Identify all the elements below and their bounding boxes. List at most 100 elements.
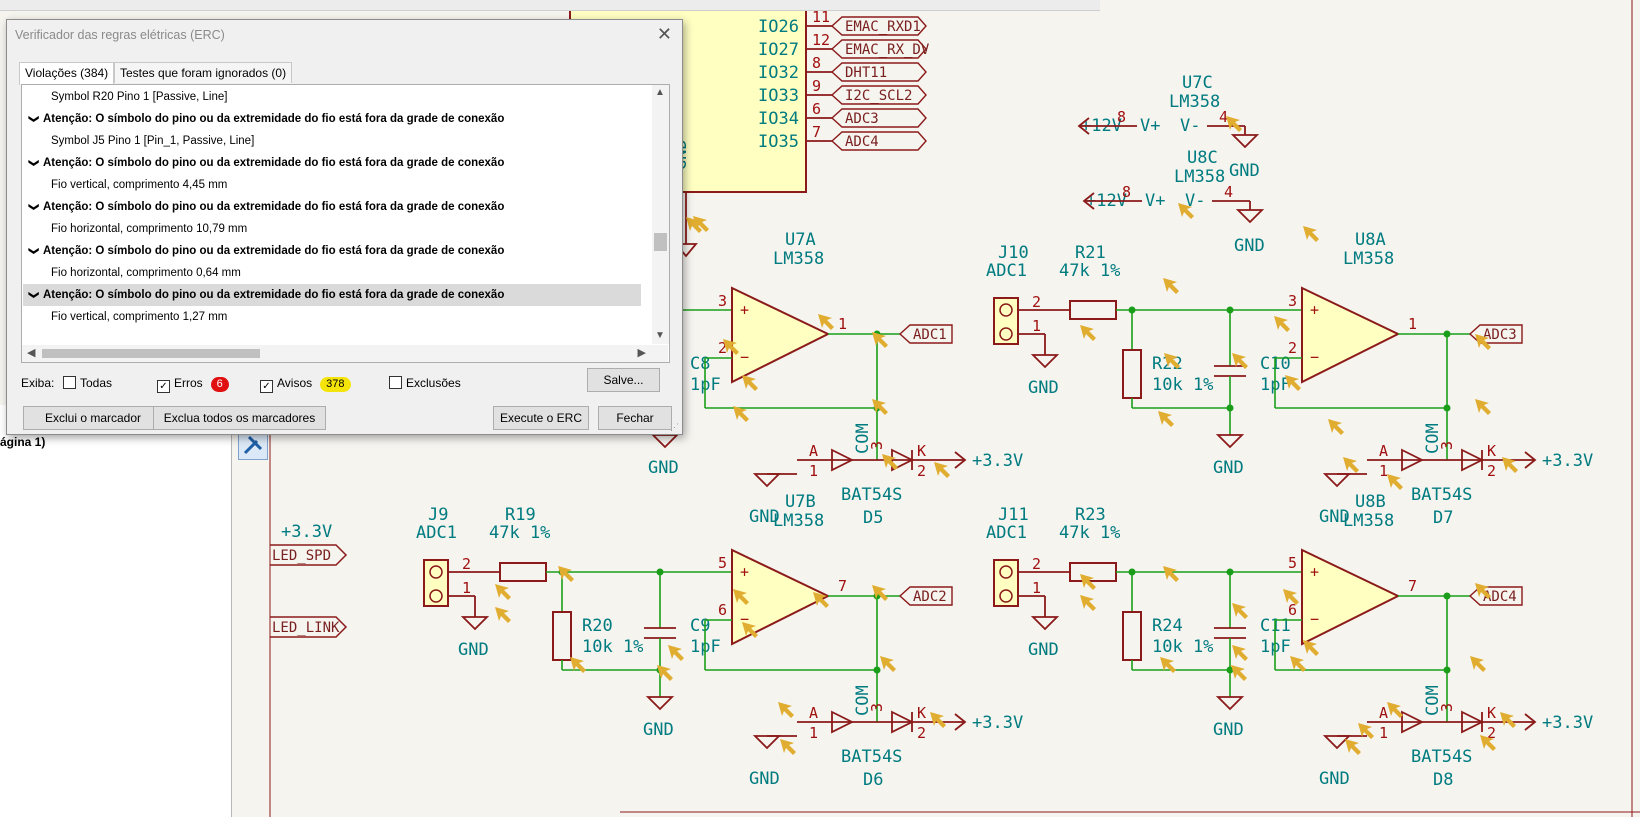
global-label[interactable]: I2C_SCL2 (830, 85, 927, 105)
run-erc-button[interactable]: Execute o ERC (493, 406, 589, 430)
erc-marker-icon[interactable] (1158, 411, 1174, 427)
hscroll-thumb[interactable] (42, 349, 260, 358)
close-icon[interactable]: ✕ (656, 24, 672, 44)
global-label[interactable]: ADC3 (830, 108, 927, 128)
delete-marker-button[interactable]: Exclui o marcador (23, 406, 163, 430)
tab-ignored-tests[interactable]: Testes que foram ignorados (0) (114, 62, 293, 83)
erc-marker-icon[interactable] (1274, 316, 1290, 332)
erc-marker-icon[interactable] (723, 339, 739, 355)
violation-detail[interactable]: Symbol J5 Pino 1 [Pin_1, Passive, Line] (23, 130, 641, 152)
erc-marker-icon[interactable] (1303, 226, 1319, 242)
erc-marker-icon[interactable] (1290, 656, 1306, 672)
erc-marker-icon[interactable] (1163, 278, 1179, 294)
erc-marker-icon[interactable] (1232, 645, 1248, 661)
hierarchy-item-page[interactable]: ágina 1) (0, 435, 46, 449)
erc-marker-icon[interactable] (880, 656, 896, 672)
checkbox-box[interactable]: ✓ (157, 380, 170, 393)
erc-marker-icon[interactable] (1480, 735, 1496, 751)
erc-marker-icon[interactable] (742, 622, 758, 638)
erc-marker-icon[interactable] (742, 375, 758, 391)
save-button[interactable]: Salve... (587, 368, 660, 392)
erc-marker-icon[interactable] (1232, 603, 1248, 619)
erc-marker-icon[interactable] (1387, 474, 1403, 490)
erc-marker-icon[interactable] (1343, 457, 1359, 473)
erc-marker-icon[interactable] (1303, 640, 1319, 656)
chevron-down-icon[interactable]: ❯ (28, 158, 40, 168)
checkbox-box[interactable] (389, 376, 402, 389)
erc-marker-icon[interactable] (1387, 702, 1403, 718)
erc-marker-icon[interactable] (733, 589, 749, 605)
scroll-left-icon[interactable]: ◀ (27, 347, 36, 359)
erc-marker-icon[interactable] (1358, 723, 1374, 739)
erc-marker-icon[interactable] (558, 566, 574, 582)
scroll-thumb[interactable] (654, 233, 667, 251)
erc-marker-icon[interactable] (657, 665, 673, 681)
violation-heading[interactable]: ❯Atenção: O símbolo do pino ou da extrem… (23, 284, 641, 306)
erc-marker-icon[interactable] (1226, 116, 1242, 132)
erc-marker-icon[interactable] (1285, 375, 1301, 391)
horizontal-scrollbar[interactable]: ◀ ▶ (22, 345, 668, 362)
erc-marker-icon[interactable] (1475, 399, 1491, 415)
filter-exclusions-checkbox[interactable]: Exclusões (389, 376, 461, 390)
global-label-led-spd[interactable]: LED_SPD (270, 544, 348, 566)
erc-marker-icon[interactable] (872, 399, 888, 415)
filter-all-checkbox[interactable]: Todas (63, 376, 112, 390)
erc-marker-icon[interactable] (1345, 739, 1361, 755)
violation-heading[interactable]: ❯Atenção: O símbolo do pino ou da extrem… (23, 108, 641, 130)
violation-heading[interactable]: ❯Atenção: O símbolo do pino ou da extrem… (23, 196, 641, 218)
violation-detail[interactable]: Fio horizontal, comprimento 0,64 mm (23, 262, 641, 284)
erc-marker-icon[interactable] (1178, 203, 1194, 219)
erc-marker-icon[interactable] (1164, 353, 1180, 369)
violation-detail[interactable]: Fio vertical, comprimento 4,45 mm (23, 174, 641, 196)
erc-marker-icon[interactable] (934, 462, 950, 478)
violation-detail[interactable]: Symbol R20 Pino 1 [Passive, Line] (23, 86, 641, 108)
global-label[interactable]: ADC4 (830, 131, 927, 151)
chevron-down-icon[interactable]: ❯ (28, 246, 40, 256)
checkbox-box[interactable]: ✓ (260, 380, 273, 393)
erc-marker-icon[interactable] (780, 739, 796, 755)
delete-all-markers-button[interactable]: Exclua todos os marcadores (153, 406, 326, 430)
erc-marker-icon[interactable] (570, 657, 586, 673)
erc-marker-icon[interactable] (1502, 457, 1518, 473)
scroll-up-icon[interactable]: ▲ (655, 87, 665, 98)
global-label-led-link[interactable]: LED_LINK (270, 616, 348, 638)
global-label[interactable]: ADC2 (898, 586, 953, 606)
erc-marker-icon[interactable] (1470, 656, 1486, 672)
violations-list[interactable]: Symbol R20 Pino 1 [Passive, Line]❯Atençã… (21, 84, 670, 363)
erc-marker-icon[interactable] (1475, 334, 1491, 350)
erc-marker-icon[interactable] (1080, 574, 1096, 590)
erc-marker-icon[interactable] (1080, 595, 1096, 611)
erc-marker-icon[interactable] (1080, 325, 1096, 341)
erc-marker-icon[interactable] (1283, 589, 1299, 605)
tab-violations[interactable]: Violações (384) (19, 62, 115, 85)
erc-marker-icon[interactable] (1475, 583, 1491, 599)
erc-marker-icon[interactable] (495, 607, 511, 623)
erc-marker-icon[interactable] (818, 314, 834, 330)
erc-marker-icon[interactable] (1163, 566, 1179, 582)
violation-heading[interactable]: ❯Atenção: O símbolo do pino ou da extrem… (23, 240, 641, 262)
vertical-scrollbar[interactable]: ▲ ▼ (652, 85, 669, 344)
erc-marker-icon[interactable] (872, 585, 888, 601)
global-label[interactable]: DHT11 (830, 62, 927, 82)
erc-marker-icon[interactable] (882, 454, 898, 470)
checkbox-box[interactable] (63, 376, 76, 389)
erc-marker-icon[interactable] (1500, 712, 1516, 728)
erc-marker-icon[interactable] (733, 406, 749, 422)
erc-marker-icon[interactable] (1232, 353, 1248, 369)
scroll-down-icon[interactable]: ▼ (655, 330, 665, 341)
chevron-down-icon[interactable]: ❯ (28, 202, 40, 212)
erc-marker-icon[interactable] (668, 645, 684, 661)
